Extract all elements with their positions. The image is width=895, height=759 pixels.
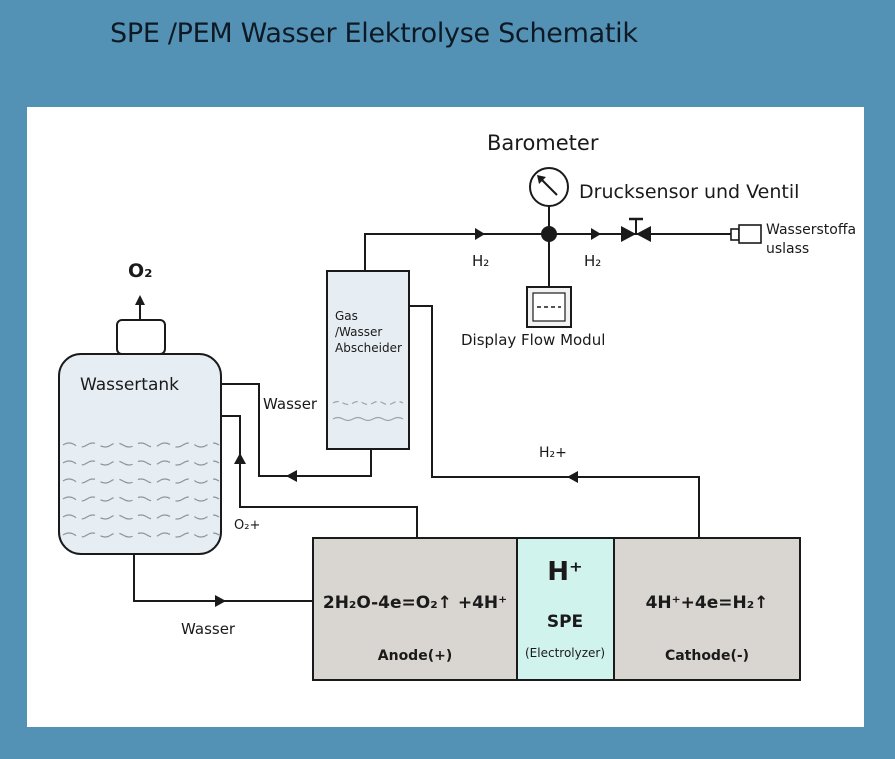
o2-up-arrow	[234, 453, 246, 464]
water-tank	[58, 319, 222, 555]
display-flow-module-label: Display Flow Modul	[461, 331, 605, 349]
h2-pipe	[364, 233, 737, 271]
separator-label-2: /Wasser	[335, 325, 382, 339]
electrolyzer-cell	[312, 537, 801, 681]
junction-node	[541, 226, 557, 242]
water-tank-label: Wassertank	[80, 375, 179, 395]
valve-icon	[621, 217, 651, 242]
h2-plus-arrow	[567, 471, 578, 483]
water-in-label: Wasser	[181, 620, 236, 638]
h2-flow-arrow-right	[591, 228, 601, 240]
water-feed-arrow	[215, 595, 226, 607]
water-return-arrow	[286, 470, 297, 482]
diagram-panel: Barometer Drucksensor und Ventil Wassers…	[27, 107, 864, 727]
separator-label-1: Gas	[335, 309, 358, 323]
h2-label-right: H₂	[584, 252, 601, 270]
h-plus-label: H⁺	[547, 557, 582, 587]
o2-return-pipe	[222, 415, 418, 538]
anode-equation: 2H₂O-4e=O₂↑ +4H⁺	[323, 593, 507, 613]
water-return-label: Wasser	[263, 395, 318, 413]
anode-label: Anode(+)	[378, 648, 452, 664]
o2-top-label: O₂	[128, 260, 152, 282]
h2-flow-arrow-left	[475, 228, 485, 240]
display-flow-module	[526, 286, 572, 328]
hydrogen-outlet-label-1: Wasserstoffa	[766, 222, 856, 238]
water-feed-pipe	[133, 554, 313, 602]
spe-label: SPE	[547, 612, 583, 632]
barometer-gauge	[529, 167, 569, 234]
cathode-block	[613, 537, 801, 681]
water-return-pipe	[222, 383, 372, 477]
gas-water-separator	[326, 270, 410, 450]
hydrogen-outlet-nozzle	[730, 224, 762, 244]
o2-plus-label: O₂+	[234, 518, 260, 533]
h2-plus-label: H₂+	[539, 445, 567, 461]
pressure-sensor-valve-label: Drucksensor und Ventil	[579, 181, 799, 203]
cathode-equation: 4H⁺+4e=H₂↑	[646, 593, 769, 613]
hydrogen-outlet-label-2: uslass	[766, 241, 809, 257]
diagram-title: SPE /PEM Wasser Elektrolyse Schematik	[110, 18, 638, 49]
h2-label-left: H₂	[472, 252, 489, 270]
electrolyzer-label: (Electrolyzer)	[525, 646, 605, 660]
cathode-label: Cathode(-)	[665, 648, 749, 664]
h2-return-pipe	[409, 305, 700, 538]
barometer-label: Barometer	[487, 131, 599, 155]
schematic-diagram: Barometer Drucksensor und Ventil Wassers…	[58, 131, 856, 681]
separator-label-3: Abscheider	[335, 341, 402, 355]
